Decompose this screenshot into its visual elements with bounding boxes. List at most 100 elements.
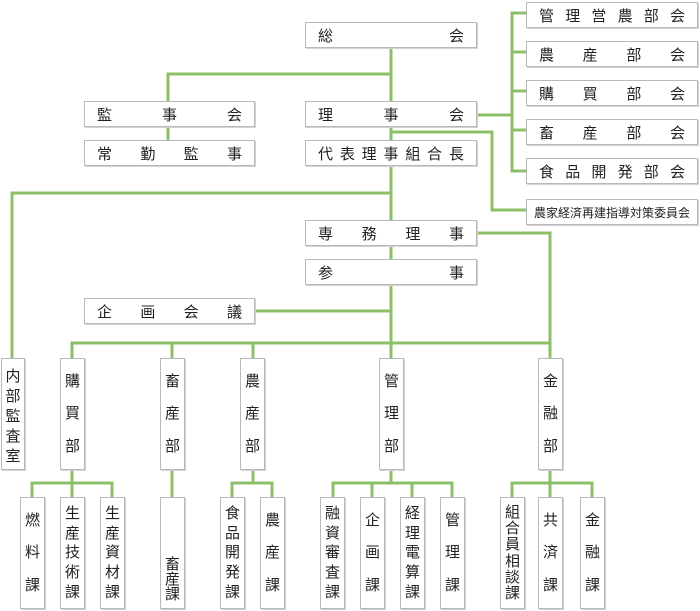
label-char: 課 [504,584,520,603]
section-box: 経理電算課 [400,497,425,609]
label-char: 企 [364,510,380,529]
department-box: 金融部 [538,358,563,470]
kanjikai-box: 監事会 [84,101,255,127]
section-box: 管理課 [440,497,465,609]
label-char: 料 [24,543,40,562]
section-box: 燃料課 [20,497,45,609]
label-char: 内 [5,367,21,385]
label-char: 部 [626,45,642,64]
label-char: 部 [626,123,642,142]
label-char: 融 [324,504,340,523]
jourikanji-box: 常勤監事 [84,140,255,166]
committee-box: 管理営農部会 [526,2,698,28]
department-box: 管理部 [379,358,404,470]
label-char: 課 [404,582,420,601]
label-char: 課 [542,576,558,595]
label-char: 事 [161,105,177,124]
rijikai-box: 理事会 [305,101,477,127]
label-char: 課 [444,576,460,595]
label-char: 部 [626,84,642,103]
label-char: 会 [669,45,685,64]
kikaku-box: 企画会議 [84,298,255,324]
label-char: 部 [643,162,659,181]
label-char: 課 [324,582,340,601]
label-char: 監 [183,144,199,163]
label-char: 課 [224,582,240,601]
label-char: 購 [539,84,555,103]
label-char: 査 [324,563,340,582]
label-char: 発 [224,563,240,582]
label-char: 課 [584,576,600,595]
label-char: 画 [140,302,156,321]
label-char: 管 [444,510,460,529]
section-box: 生産技術課 [60,497,85,609]
label-char: 産 [164,570,180,588]
label-char: 部 [244,437,260,456]
label-char: 課 [264,576,280,595]
committee-box: 食品開発部会 [526,158,698,184]
label-char: 技 [64,543,80,562]
label-char: 事 [448,224,464,243]
label-char: 金 [542,371,558,390]
label-char: 経 [404,504,420,523]
label-char: 食 [224,504,240,523]
label-char: 代 [318,144,334,163]
label-char: 開 [224,543,240,562]
section-box: 農産課 [260,497,285,609]
section-box: 金融課 [580,497,605,609]
department-box: 農産部 [240,358,265,470]
label-char: 会 [183,302,199,321]
label-char: 品 [565,162,581,181]
committee-box: 農産部会 [526,41,698,67]
label-char: 生 [104,504,120,523]
label-char: 組 [504,502,520,521]
label-char: 買 [64,404,80,423]
label-char: 済 [542,543,558,562]
label-char: 課 [64,582,80,601]
label-char: 産 [582,123,598,142]
label-char: 資 [104,543,120,562]
label-char: 農 [244,371,260,390]
label-char: 会 [669,162,685,181]
label-char: 事 [226,144,242,163]
label-char: 産 [244,404,260,423]
label-char: 産 [104,523,120,542]
label-char: 部 [643,6,659,25]
label-char: 参 [318,263,334,282]
label-char: 会 [669,6,685,25]
label-char: 共 [542,510,558,529]
label-char: 生 [64,504,80,523]
label-char: 部 [164,437,180,456]
section-box: 畜産課 [160,497,185,609]
label-char: 理 [318,105,334,124]
label-char: 発 [617,162,633,181]
label-char: 理 [444,543,460,562]
label-char: 燃 [24,510,40,529]
label-char: 金 [584,510,600,529]
label-char: 務 [361,224,377,243]
label-char: 談 [504,567,520,586]
label-char: 部 [5,387,21,405]
label-char: 電 [404,543,420,562]
label-char: 理 [404,523,420,542]
label-char: 査 [5,427,21,445]
label-char: 部 [383,437,399,456]
label-char: 産 [582,45,598,64]
label-char: 理 [565,6,581,25]
committee-box: 購買部会 [526,80,698,106]
label-char: 購 [64,371,80,390]
label-char: 部 [542,437,558,456]
label-char: 畜 [164,555,180,573]
committee-box: 農家経済再建指導対策委員会 [526,199,698,225]
label-char: 常 [97,144,113,163]
label-char: 産 [264,543,280,562]
label-char: 買 [582,84,598,103]
label-char: 農 [539,45,555,64]
sanji-box: 参事 [305,259,477,285]
label-char: 事 [383,105,399,124]
label-char: 企 [97,302,113,321]
label-char: 営 [591,6,607,25]
label-char: 課 [364,576,380,595]
label-char: 勤 [140,144,156,163]
